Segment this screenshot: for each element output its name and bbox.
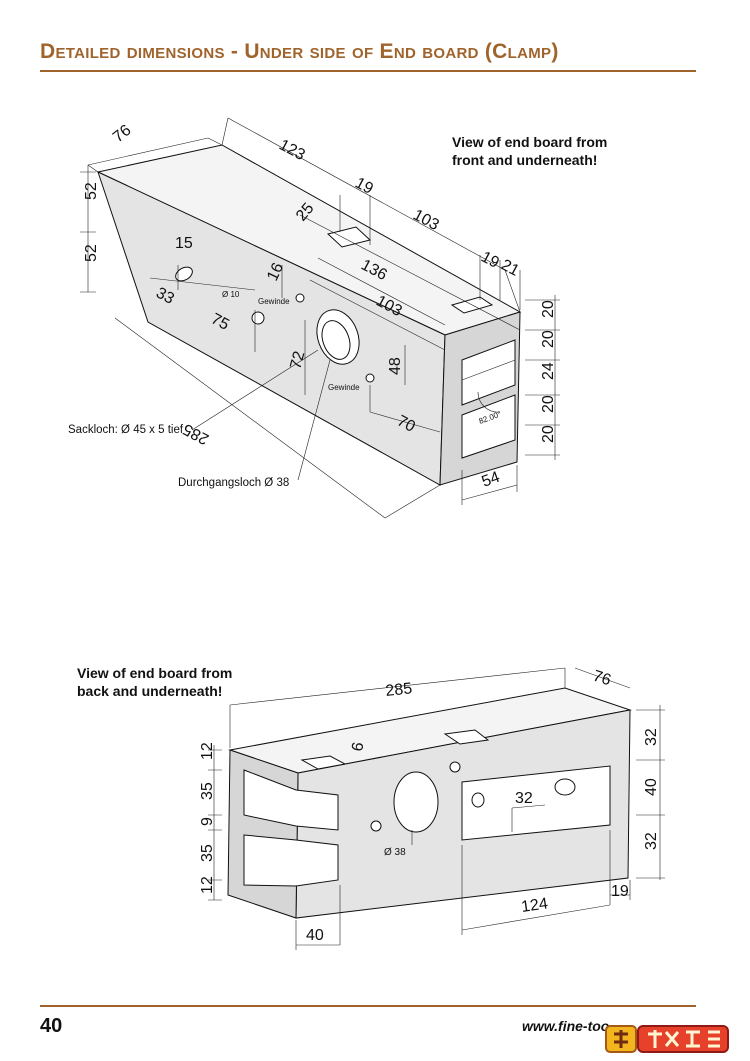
bottom-notch-1 [300,755,347,770]
top-dim-text: 20 [540,330,557,348]
top-dim-text: Gewinde [258,297,290,306]
bottom-small-hole-2 [370,820,382,832]
bottom-dim-text: 32 [515,790,533,807]
bottom-dim-text: 35 [199,782,216,800]
top-dim-text: 33 [153,285,177,308]
top-dim-text: 48 [387,357,404,375]
top-jaw-upper [461,339,516,406]
top-dim-text: 76 [110,122,135,146]
top-dim-text: 20 [540,425,557,443]
top-dim-text: 103 [410,207,442,235]
top-dim-text: 54 [480,469,503,491]
bottom-dim-text: 32 [643,832,660,850]
page-title: Detailed dimensions - Under side of End … [40,40,559,63]
top-dim-text: 24 [540,362,557,380]
bottom-dim-text: 40 [643,778,660,796]
bottom-dim-text: 76 [591,668,613,690]
top-dim-text: 19 [478,249,502,272]
top-dim-text: 19 [352,175,376,198]
top-dim-text: 75 [208,311,232,334]
bottom-view-caption: View of end board from back and undernea… [77,664,232,700]
bottom-small-hole-1 [449,761,461,773]
bottom-dim-text: 40 [306,927,324,944]
bottom-dim-text: 32 [643,728,660,746]
top-dim-text: Gewinde [328,383,360,392]
bottom-dim-text: 35 [199,844,216,862]
top-dim-text: 21 [498,257,522,280]
top-isometric-drawing: 76 123 52 52 19 25 103 15 19 21 136 16 3… [68,117,560,519]
bottom-recess-hole-2 [471,792,485,808]
thread-hole-1 [295,293,305,303]
sackloch-label: Sackloch: Ø 45 x 5 tief [68,424,184,436]
footer-rule [40,1005,696,1007]
top-view-caption-line2: front and underneath! [452,152,598,168]
page-number: 40 [40,1015,63,1037]
durchgangsloch-label: Durchgangsloch Ø 38 [178,477,289,489]
bottom-dim-text: 285 [385,680,413,700]
bottom-dim-text: Ø 38 [384,847,406,858]
durchgangsloch-hole [321,320,351,360]
bottom-dim-text: 124 [520,895,549,916]
top-dim-text: 70 [394,413,418,436]
top-dim-text: 20 [540,395,557,413]
top-dim-text: 52 [83,182,100,200]
bottom-jaw-upper [243,769,339,831]
top-dim-text: 52 [83,244,100,262]
top-dim-text: Ø 10 [222,290,240,299]
sackloch-hole [316,309,360,365]
bottom-isometric-drawing: 285 76 12 35 9 35 12 6 32 40 32 Ø 38 32 … [199,668,665,950]
watermark-logo [605,1025,729,1053]
bottom-dim-text: 19 [611,883,629,900]
title-rule [40,70,696,72]
top-dim-text: 285 [180,420,212,448]
bottom-dim-text: 12 [199,742,216,760]
top-dim-text: 72 [287,349,308,371]
top-dim-text: 16 [264,260,287,283]
top-jaw-lower [461,394,516,459]
bottom-view-caption-line1: View of end board from [77,665,233,681]
top-view-caption-line1: View of end board from [452,134,608,150]
website-url: www.fine-too [522,1018,610,1034]
bottom-recess-hole-1 [554,778,576,796]
slot-hole [175,266,193,282]
top-view-caption: View of end board from front and underne… [452,133,607,169]
bottom-dim-text: 12 [199,876,216,894]
top-dim-text: 123 [276,137,308,165]
top-dim-text: 15 [175,235,193,252]
bottom-through-hole [393,771,439,833]
bottom-dim-text: 6 [349,741,367,753]
hole-d10 [251,311,265,325]
bottom-view-caption-line2: back and underneath! [77,683,223,699]
bottom-jaw-lower [243,834,339,887]
thread-hole-2 [365,373,375,383]
bottom-dim-text: 9 [199,817,216,826]
bottom-notch-2 [443,729,490,745]
top-dim-text: 20 [540,300,557,318]
bottom-block-end-face [227,749,299,919]
